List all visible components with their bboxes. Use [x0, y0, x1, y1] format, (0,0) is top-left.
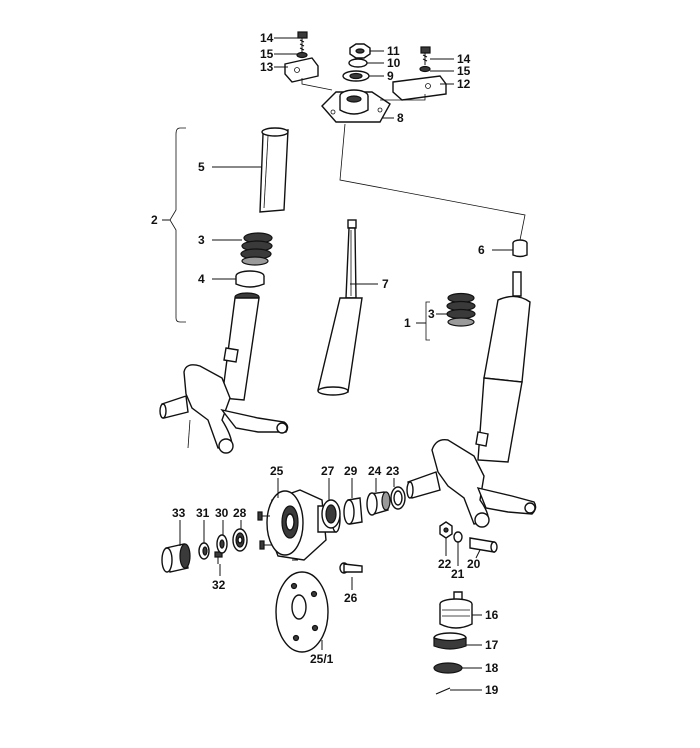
- dust-boot: [259, 127, 289, 213]
- pinch-bolt: [469, 537, 498, 553]
- callout-12: 12: [457, 77, 471, 91]
- callout-15-left: 15: [260, 47, 274, 61]
- callout-14-left: 14: [260, 31, 274, 45]
- spindle-nut: [198, 542, 210, 560]
- callout-11: 11: [387, 44, 400, 58]
- shock-absorber-insert: [317, 219, 363, 396]
- callout-23: 23: [386, 464, 400, 478]
- washer-top: [348, 58, 368, 68]
- strut-mount: [321, 89, 391, 123]
- inner-bearing: [321, 499, 341, 529]
- circlip: [433, 662, 463, 674]
- spacer-ring-23: [390, 486, 406, 510]
- callout-26: 26: [344, 591, 358, 605]
- bracket-2: [169, 127, 186, 323]
- connector-lines: [301, 78, 526, 241]
- callout-labels: 14 15 13 11 10 9 14 15 12 8 5 2 3 4 7 6 …: [151, 31, 499, 697]
- strut-left: [159, 292, 289, 454]
- spring-seat: [235, 270, 265, 288]
- callout-3-left: 3: [198, 233, 205, 247]
- callout-20: 20: [467, 557, 481, 571]
- bolt-left: [297, 31, 308, 52]
- outer-bearing: [232, 528, 248, 552]
- bearing-race: [343, 497, 363, 525]
- callout-13: 13: [260, 60, 274, 74]
- callout-25-1: 25/1: [310, 652, 334, 666]
- bolt-right: [420, 46, 431, 65]
- washer-right: [419, 65, 431, 73]
- washer-21: [453, 531, 463, 543]
- hub-flange-disc: [275, 571, 329, 653]
- spacer-ring: [342, 70, 370, 82]
- callout-5: 5: [198, 160, 205, 174]
- callout-3-right: 3: [428, 307, 435, 321]
- callout-30: 30: [215, 506, 229, 520]
- callout-24: 24: [368, 464, 382, 478]
- callout-21: 21: [451, 567, 465, 581]
- mount-plate-left: [284, 57, 319, 83]
- seal-ring: [366, 491, 391, 516]
- retaining-pin: [435, 687, 451, 695]
- bump-stop-right: [446, 292, 476, 327]
- leader-lines: [162, 37, 513, 691]
- callout-18: 18: [485, 661, 499, 675]
- wheel-bolt: [339, 562, 363, 574]
- callout-7: 7: [382, 277, 389, 291]
- callout-2: 2: [151, 213, 158, 227]
- ball-joint: [439, 591, 473, 629]
- callout-8: 8: [397, 111, 404, 125]
- callout-9: 9: [387, 69, 394, 83]
- callout-14-right: 14: [457, 52, 471, 66]
- mount-plate-right: [392, 75, 447, 101]
- callout-17: 17: [485, 638, 499, 652]
- nut-top: [349, 43, 371, 59]
- callout-22: 22: [438, 557, 452, 571]
- callout-31: 31: [196, 506, 210, 520]
- boot-ring: [433, 632, 467, 650]
- thrust-washer: [216, 534, 228, 554]
- callout-15-right: 15: [457, 64, 471, 78]
- callout-1: 1: [404, 316, 411, 330]
- callout-4: 4: [198, 272, 205, 286]
- grease-cap: [161, 543, 191, 573]
- bracket-1: [425, 301, 430, 341]
- bump-stop-left: [240, 232, 273, 266]
- callout-32: 32: [212, 578, 226, 592]
- callout-16: 16: [485, 608, 499, 622]
- callout-25: 25: [270, 464, 284, 478]
- callout-29: 29: [344, 464, 358, 478]
- washer-left: [296, 51, 308, 59]
- callout-28: 28: [233, 506, 247, 520]
- callout-33: 33: [172, 506, 186, 520]
- callout-10: 10: [387, 56, 401, 70]
- callout-19: 19: [485, 683, 499, 697]
- callout-27: 27: [321, 464, 335, 478]
- cap-6: [512, 239, 528, 258]
- clamp-screw: [214, 551, 223, 564]
- strut-right: [406, 271, 537, 528]
- callout-6: 6: [478, 243, 485, 257]
- nut-22: [439, 521, 453, 539]
